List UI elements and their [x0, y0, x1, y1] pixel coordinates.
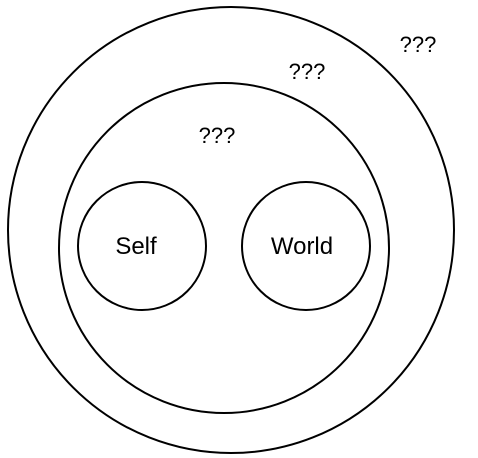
- outer-circle: [7, 6, 455, 454]
- middle-unknown-label: ???: [289, 59, 326, 84]
- middle-circle: [58, 82, 390, 414]
- outer-unknown-label: ???: [400, 32, 437, 57]
- world-label: World: [271, 233, 333, 260]
- inner-unknown-label: ???: [199, 123, 236, 148]
- self-label: Self: [115, 233, 157, 260]
- self-circle: [77, 181, 207, 311]
- world-circle: [241, 181, 371, 311]
